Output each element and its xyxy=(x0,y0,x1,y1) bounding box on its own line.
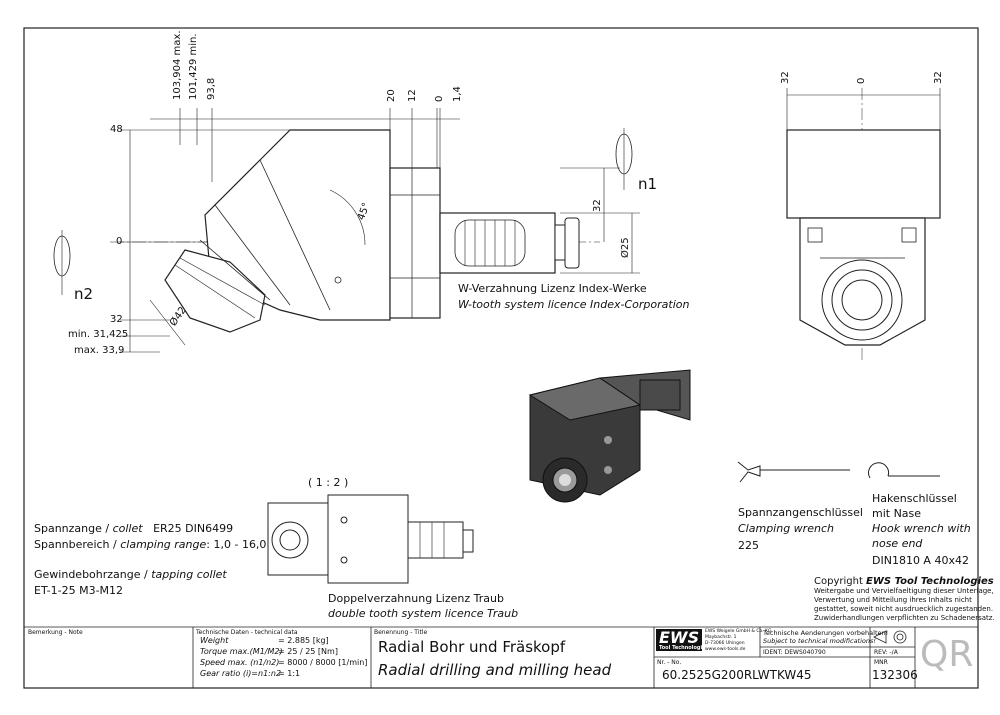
copyright-1: Weitergabe und Vervielfaeltigung dieser … xyxy=(814,587,994,595)
wrench1-en: Clamping wrench xyxy=(738,522,834,535)
dim-20-label: 20 xyxy=(386,89,397,102)
dim-48-label: 48 xyxy=(110,124,123,135)
company-logo: EWS xyxy=(659,628,700,647)
tech-label: Technische Daten - technical data xyxy=(196,629,298,636)
dim-103-label: 103,904 max. xyxy=(172,30,183,101)
wrench2-en1: Hook wrench with xyxy=(872,522,971,535)
copyright-3: gestattet, soweit nicht ausdruecklich zu… xyxy=(814,605,994,613)
torque-label: Torque max.(M1/M2) xyxy=(200,647,283,656)
title-de: Radial Bohr und Fräskopf xyxy=(378,638,566,656)
ident-label: IDENT: DEWS040790 xyxy=(763,649,826,656)
part-number: 60.2525G200RLWTKW45 xyxy=(662,668,812,682)
scale-label: ( 1 : 2 ) xyxy=(308,476,349,489)
company-line-3: D-73066 Uhingen xyxy=(705,641,745,646)
drawing-border xyxy=(23,27,979,689)
dim-12-label: 12 xyxy=(407,89,418,102)
weight-label: Weight xyxy=(200,636,229,645)
company-logo-sub: Tool Technologies xyxy=(659,645,709,651)
speed-n1-label: n1 xyxy=(638,175,658,193)
remark-label: Bemerkung - Note xyxy=(28,629,83,636)
dim-min-label: min. 31,425 xyxy=(68,329,129,340)
copyright-4: Zuwiderhandlungen verpflichten zu Schade… xyxy=(814,614,995,622)
tapping-spec: ET-1-25 M3-M12 xyxy=(34,584,124,597)
copyright-2: Verwertung und Mitteilung ihres Inhalts … xyxy=(814,596,972,604)
title-block-grid xyxy=(24,626,978,688)
dim-zero-label: 0 xyxy=(116,236,123,247)
projection-symbol-icon xyxy=(873,630,907,644)
speed-n2-label: n2 xyxy=(74,285,94,303)
double-tooth-en: double tooth system licence Traub xyxy=(328,607,519,620)
front-dim-0: 0 xyxy=(856,77,867,84)
front-view xyxy=(786,88,941,360)
dim-0-label: 0 xyxy=(434,95,445,102)
torque-value: = 25 / 25 [Nm] xyxy=(278,647,338,656)
speed-value: = 8000 / 8000 [1/min] xyxy=(278,658,368,667)
wrench1-no: 225 xyxy=(738,539,759,552)
company-line-2: Maybachstr. 1 xyxy=(705,635,737,640)
wrench2-en2: nose end xyxy=(872,537,923,550)
change-note-de: Technische Aenderungen vorbehalten! xyxy=(763,629,889,637)
mnr-number: 132306 xyxy=(872,668,918,682)
company-line-4: www.ews-tools.de xyxy=(705,647,746,652)
company-line-1: EWS Weigele GmbH & Co. KG xyxy=(705,629,772,634)
rev-label: REV: -/A xyxy=(874,649,898,656)
change-note-en: Subject to technical modifications! xyxy=(763,637,876,645)
weight-value: = 2.885 [kg] xyxy=(278,636,329,645)
isometric-render xyxy=(528,369,691,503)
dim-93-label: 93,8 xyxy=(206,77,217,100)
copyright-title: Copyright EWS Tool Technologies xyxy=(814,576,994,587)
wrench-icons xyxy=(737,461,940,483)
number-label: Nr. - No. xyxy=(657,659,682,666)
mnr-label: MNR xyxy=(874,659,888,666)
clamping-range-line: Spannbereich / clamping range: 1,0 - 16,… xyxy=(34,538,267,551)
scale-view xyxy=(267,494,474,584)
collet-line: Spannzange / collet ER25 DIN6499 xyxy=(34,522,234,535)
front-dim-32b: 32 xyxy=(933,71,944,84)
tapping-line: Gewindebohrzange / tapping collet xyxy=(34,568,227,581)
speed-label: Speed max. (n1/n2) xyxy=(200,658,280,667)
side-view xyxy=(53,108,640,353)
wrench2-de2: mit Nase xyxy=(872,507,922,520)
wrench2-de1: Hakenschlüssel xyxy=(872,492,957,505)
dim-max-label: max. 33,9 xyxy=(74,345,125,356)
name-label: Benennung - Title xyxy=(374,629,428,636)
ratio-value: = 1:1 xyxy=(278,669,301,678)
wtooth-en: W-tooth system licence Index-Corporation xyxy=(458,298,690,311)
wtooth-de: W-Verzahnung Lizenz Index-Werke xyxy=(458,282,647,295)
double-tooth-de: Doppelverzahnung Lizenz Traub xyxy=(328,592,504,605)
dim-phi25-label: Ø25 xyxy=(620,237,631,258)
wrench1-de: Spannzangenschlüssel xyxy=(738,506,863,519)
qr-placeholder: QR xyxy=(920,634,974,675)
wrench2-no: DIN1810 A 40x42 xyxy=(872,554,969,567)
dim-101-label: 101,429 min. xyxy=(188,33,199,100)
ratio-label: Gear ratio (i)=n1:n2 xyxy=(200,669,282,678)
front-dim-32a: 32 xyxy=(780,71,791,84)
dim-32b-label: 32 xyxy=(592,199,603,212)
title-en: Radial drilling and milling head xyxy=(378,661,612,679)
dim-32-label: 32 xyxy=(110,314,123,325)
dim-1-4-label: 1,4 xyxy=(452,86,463,102)
